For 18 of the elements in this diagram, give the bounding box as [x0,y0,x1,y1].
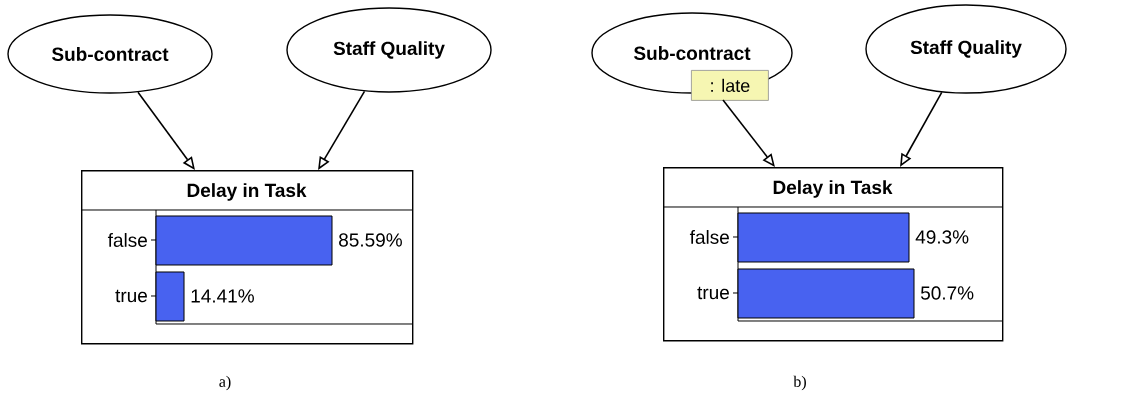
state-label: true [115,289,147,303]
value-label: 85.59% [339,233,402,247]
arrow [318,90,366,170]
value-label: 14.41% [191,289,254,303]
value-label: 49.3% [915,230,969,244]
probability-node [662,167,1004,342]
state-label: false [689,230,729,244]
state-tooltip: : late [691,70,769,101]
node-title: Delay in Task [187,183,307,201]
state-label: false [107,233,147,247]
value-label: 50.7% [920,286,974,300]
panel-caption: a) [219,375,231,391]
probability-node [80,170,414,345]
panel-caption: b) [793,375,806,391]
arrow [137,91,195,170]
node-title: Delay in Task [773,180,893,198]
state-label: true [697,286,729,300]
arrow [722,99,775,167]
